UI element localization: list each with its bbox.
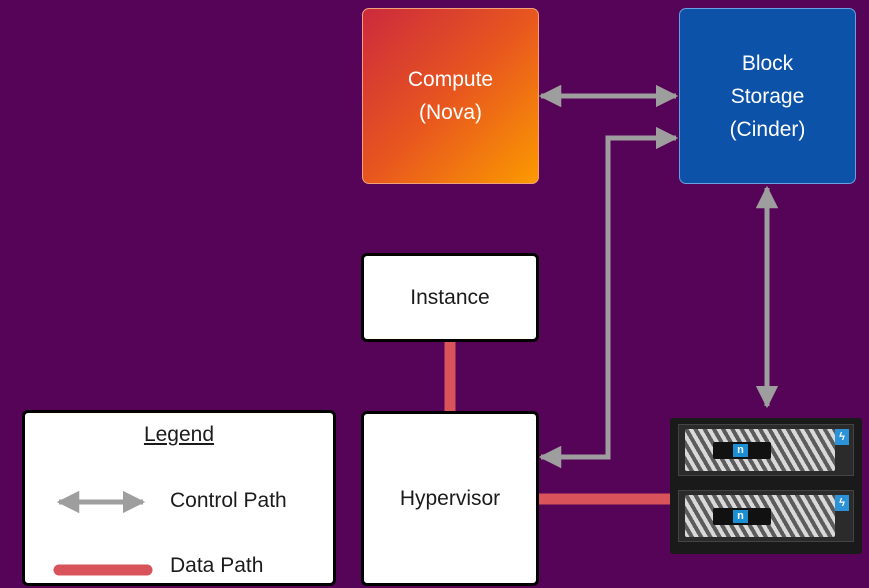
compute-nova-node[interactable]: Compute (Nova) bbox=[362, 8, 539, 184]
storage-shelf-icon: n ϟ bbox=[678, 490, 854, 542]
storage-shelf-icon: n ϟ bbox=[678, 424, 854, 476]
hypervisor-node[interactable]: Hypervisor bbox=[361, 411, 539, 586]
vendor-logo-icon: n bbox=[733, 510, 748, 523]
vendor-logo-icon: n bbox=[733, 444, 748, 457]
bezel-grille-icon: n bbox=[685, 429, 835, 471]
instance-node[interactable]: Instance bbox=[361, 253, 539, 342]
block-storage-cinder-node[interactable]: Block Storage (Cinder) bbox=[679, 8, 856, 184]
storage-array-icon[interactable]: n ϟ n ϟ bbox=[670, 418, 862, 554]
bezel-grille-icon: n bbox=[685, 495, 835, 537]
instance-label: Instance bbox=[410, 286, 490, 309]
block-storage-cinder-label: Block Storage (Cinder) bbox=[729, 51, 806, 141]
legend-control-path-label: Control Path bbox=[170, 489, 287, 512]
control-path-swatch-icon bbox=[56, 491, 146, 513]
legend-data-path-label: Data Path bbox=[170, 554, 264, 577]
data-path-swatch-icon bbox=[53, 564, 153, 576]
control-path-hypervisor-storage bbox=[538, 126, 679, 469]
flash-badge-icon: ϟ bbox=[835, 495, 849, 511]
compute-nova-label: Compute (Nova) bbox=[407, 68, 494, 124]
flash-badge-icon: ϟ bbox=[835, 429, 849, 445]
hypervisor-label: Hypervisor bbox=[399, 487, 501, 510]
legend-title: Legend bbox=[143, 423, 215, 446]
legend-box: Legend Control Path Data Path bbox=[22, 410, 336, 586]
